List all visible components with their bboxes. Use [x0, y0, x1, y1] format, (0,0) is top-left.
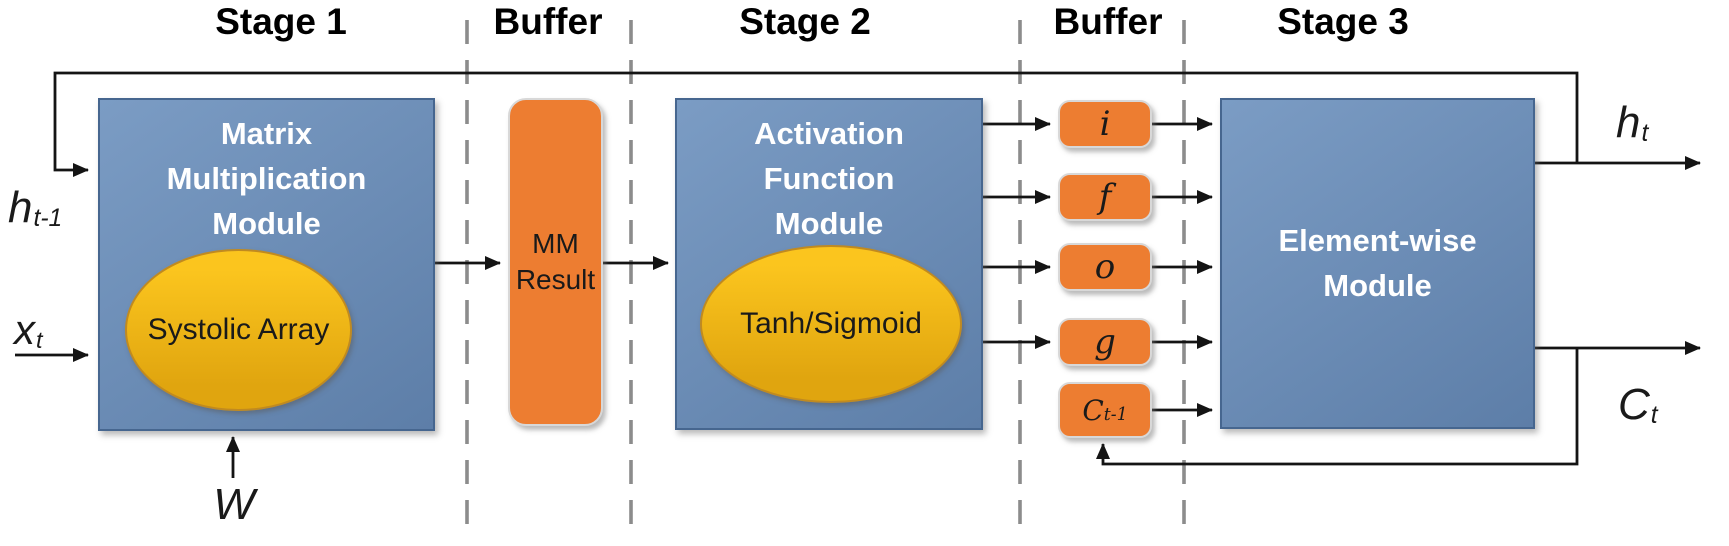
- activation-function-module: Activation Function Module Tanh/Sigmoid: [675, 98, 983, 430]
- buffer-cell-g-label: g: [1094, 322, 1116, 362]
- label-w-base: W: [213, 480, 255, 529]
- label-w: W: [206, 480, 262, 530]
- label-h-t-sub: t: [1641, 119, 1649, 147]
- matrix-multiplication-module: Matrix Multiplication Module Systolic Ar…: [98, 98, 435, 431]
- tanh-sigmoid-ellipse: Tanh/Sigmoid: [700, 245, 962, 403]
- label-x-t-base: x: [14, 306, 35, 353]
- header-stage3: Stage 3: [1277, 1, 1409, 42]
- header-buffer1: Buffer: [493, 1, 603, 42]
- element-wise-module: Element-wise Module: [1220, 98, 1535, 429]
- element-wise-module-title: Element-wise Module: [1278, 222, 1477, 303]
- wire-c-feedback: [1096, 348, 1579, 466]
- label-h-prev-sub: t-1: [33, 204, 63, 232]
- buffer-cell-g: g: [1058, 318, 1152, 366]
- label-h-prev: ht-1: [8, 183, 62, 233]
- label-x-t-sub: t: [36, 326, 43, 353]
- buffer-cell-o: o: [1058, 243, 1152, 291]
- label-c-t-base: C: [1618, 380, 1650, 429]
- buffer-cell-f: f: [1058, 173, 1152, 221]
- buffer-cell-f-label: f: [1098, 177, 1112, 217]
- header-buffer2: Buffer: [1053, 1, 1163, 42]
- label-c-t: Ct: [1618, 380, 1658, 430]
- activation-function-module-title: Activation Function Module: [754, 116, 904, 241]
- c-prev-base: C: [1082, 393, 1104, 427]
- matrix-multiplication-module-title: Matrix Multiplication Module: [166, 116, 367, 241]
- buffer-cell-c-prev: Ct-1: [1058, 382, 1152, 438]
- header-stage1: Stage 1: [215, 1, 347, 42]
- mm-result-label: MM Result: [515, 227, 596, 295]
- wire-h-feedback: [53, 71, 1579, 177]
- label-h-prev-base: h: [8, 183, 33, 232]
- buffer-cell-i-label: i: [1099, 104, 1111, 144]
- c-prev-sub: t-1: [1103, 404, 1128, 425]
- buffer-cell-c-prev-label: Ct-1: [1082, 394, 1127, 427]
- mm-result-buffer: MM Result: [508, 98, 603, 426]
- buffer-cell-o-label: o: [1094, 247, 1116, 287]
- buffer-cell-i: i: [1058, 100, 1152, 148]
- label-c-t-sub: t: [1650, 401, 1658, 429]
- header-stage2: Stage 2: [739, 1, 871, 42]
- label-x-t: xt: [14, 306, 43, 354]
- systolic-array-ellipse: Systolic Array: [125, 249, 352, 411]
- label-h-t: ht: [1616, 98, 1648, 148]
- label-h-t-base: h: [1616, 98, 1641, 147]
